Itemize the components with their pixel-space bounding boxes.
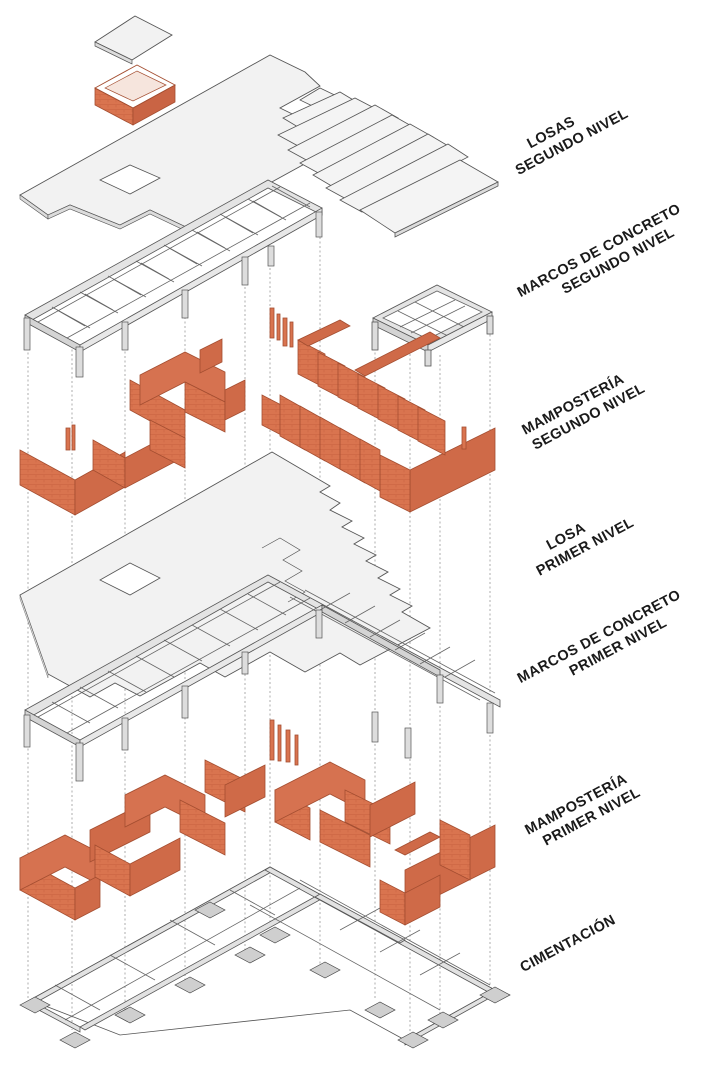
losa-opening — [99, 562, 161, 596]
mamposteria-segundo-nivel — [19, 307, 496, 516]
label-mamposteria-primer-nivel: MAMPOSTERÍA PRIMER NIVEL — [522, 770, 643, 849]
slab-opening — [99, 164, 161, 195]
label-marcos-segundo-line-1: MARCOS DE CONCRETO — [515, 201, 684, 301]
main-slab-upper — [19, 54, 331, 229]
label-marcos-segundo-nivel: MARCOS DE CONCRETO SEGUNDO NIVEL — [515, 201, 684, 301]
stair-slabs — [277, 87, 499, 238]
label-marcos-primer-line-1: MARCOS DE CONCRETO — [515, 587, 684, 687]
small-roof-slab — [94, 15, 173, 61]
mamposteria-primer-nivel — [19, 719, 496, 926]
roof-brick-box — [94, 64, 176, 126]
label-cimentacion: CIMENTACIÓN — [517, 910, 619, 975]
cimentacion — [19, 866, 511, 1049]
losas-segundo-nivel — [19, 15, 499, 238]
label-cimentacion-line-1: CIMENTACIÓN — [517, 910, 619, 975]
label-losas-segundo-nivel: LOSAS SEGUNDO NIVEL — [513, 106, 631, 179]
label-losa-primer-nivel: LOSA PRIMER NIVEL — [534, 515, 637, 580]
losa-primer-nivel — [19, 451, 431, 698]
small-frame-segundo — [371, 284, 494, 367]
label-marcos-primer-nivel: MARCOS DE CONCRETO PRIMER NIVEL — [515, 587, 684, 687]
marcos-concreto-primer-nivel — [23, 574, 501, 782]
marcos-concreto-segundo-nivel — [23, 179, 494, 378]
label-mamposteria-segundo-nivel: MAMPOSTERÍA SEGUNDO NIVEL — [519, 370, 648, 453]
